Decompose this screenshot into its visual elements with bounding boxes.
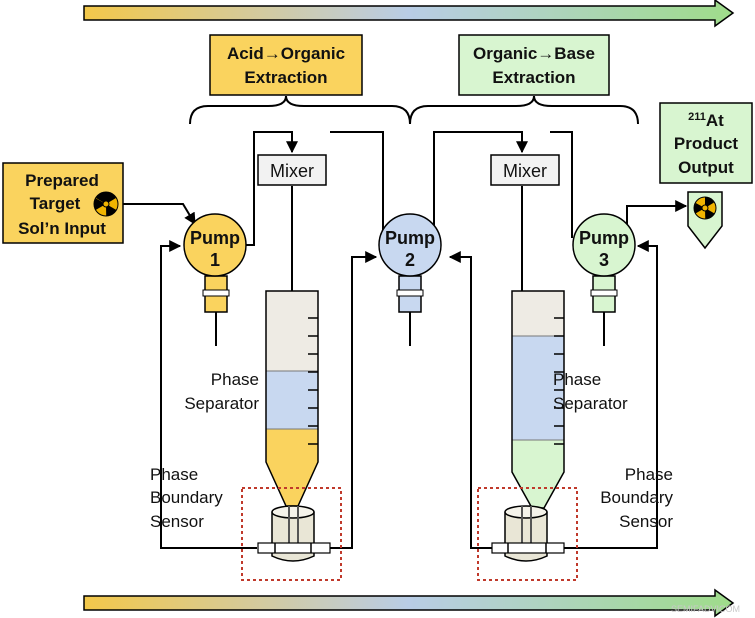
separator-2-label-line1: Phase	[553, 370, 601, 389]
watermark: SEMIFADVICOM	[671, 604, 740, 614]
sensor-1-label-line2: Boundary	[150, 488, 223, 507]
input-box: Prepared Target Sol’n Input	[2, 162, 124, 244]
organic-base-line1: Organic→Base	[473, 44, 595, 63]
phase-separator-2	[511, 290, 565, 509]
mixer-1-label: Mixer	[270, 161, 314, 181]
brace-right	[409, 95, 639, 125]
pump3-to-mixer2-line	[550, 131, 573, 238]
sensor1-to-pump1-line	[160, 240, 257, 549]
pump-1-number: 1	[210, 250, 220, 270]
pump-2-label: Pump	[385, 228, 435, 248]
sensor-1-label-line1: Phase	[150, 465, 198, 484]
pump2-to-mixer2-line	[433, 131, 528, 245]
input-line2: Target	[30, 194, 81, 213]
sensor-2-label-line2: Boundary	[600, 488, 673, 507]
acid-organic-line2: Extraction	[244, 68, 327, 87]
acid-organic-line1: Acid→Organic	[227, 44, 345, 63]
pump3-to-output-line	[626, 200, 688, 226]
separator-1-label-line1: Phase	[211, 370, 259, 389]
output-line1: At	[706, 111, 724, 130]
input-line3: Sol’n Input	[18, 219, 106, 238]
pump2-to-mixer1-line	[330, 131, 384, 238]
pump-2-number: 2	[405, 250, 415, 270]
mixer-2-label: Mixer	[503, 161, 547, 181]
radiation-icon	[93, 191, 119, 217]
pump-3-label: Pump	[579, 228, 629, 248]
output-line3: Output	[678, 158, 734, 177]
phase-separator-1	[265, 290, 319, 507]
pump-2: Pump 2	[378, 213, 442, 346]
sensor2-to-pump2-line	[448, 251, 492, 549]
pump1-to-mixer1-line	[245, 131, 298, 246]
organic-base-line2: Extraction	[492, 68, 575, 87]
output-superscript: 211	[688, 111, 706, 123]
sensor-2-label-line1: Phase	[625, 465, 673, 484]
mixer-1: Mixer	[257, 154, 327, 186]
mixer-2: Mixer	[490, 154, 560, 186]
output-box: 211At Product Output	[659, 102, 753, 184]
sensor2-to-pump3-line	[558, 240, 658, 549]
separator-1-label-line2: Separator	[184, 394, 259, 413]
svg-text:211At: 211At	[688, 111, 724, 130]
phase-boundary-sensor-2	[477, 487, 578, 581]
sensor-1-label-line3: Sensor	[150, 512, 204, 531]
bottom-flow-arrow	[83, 588, 735, 618]
sensor-2-label-line3: Sensor	[619, 512, 673, 531]
separator-2-label-line2: Separator	[553, 394, 628, 413]
pump-1: Pump 1	[183, 213, 247, 346]
top-flow-arrow	[83, 0, 735, 28]
phase-boundary-sensor-1	[241, 487, 342, 581]
input-to-pump1-line	[123, 203, 196, 226]
organic-base-stage-box: Organic→Base Extraction	[458, 34, 610, 96]
brace-left	[189, 95, 411, 125]
acid-organic-stage-box: Acid→Organic Extraction	[209, 34, 363, 96]
product-vial	[687, 191, 723, 250]
output-line2: Product	[674, 134, 739, 153]
pump-3: Pump 3	[572, 213, 636, 346]
pump-3-number: 3	[599, 250, 609, 270]
pump-1-label: Pump	[190, 228, 240, 248]
input-line1: Prepared	[25, 171, 99, 190]
radiation-icon	[693, 196, 717, 220]
sensor1-to-pump2-line	[329, 251, 378, 549]
